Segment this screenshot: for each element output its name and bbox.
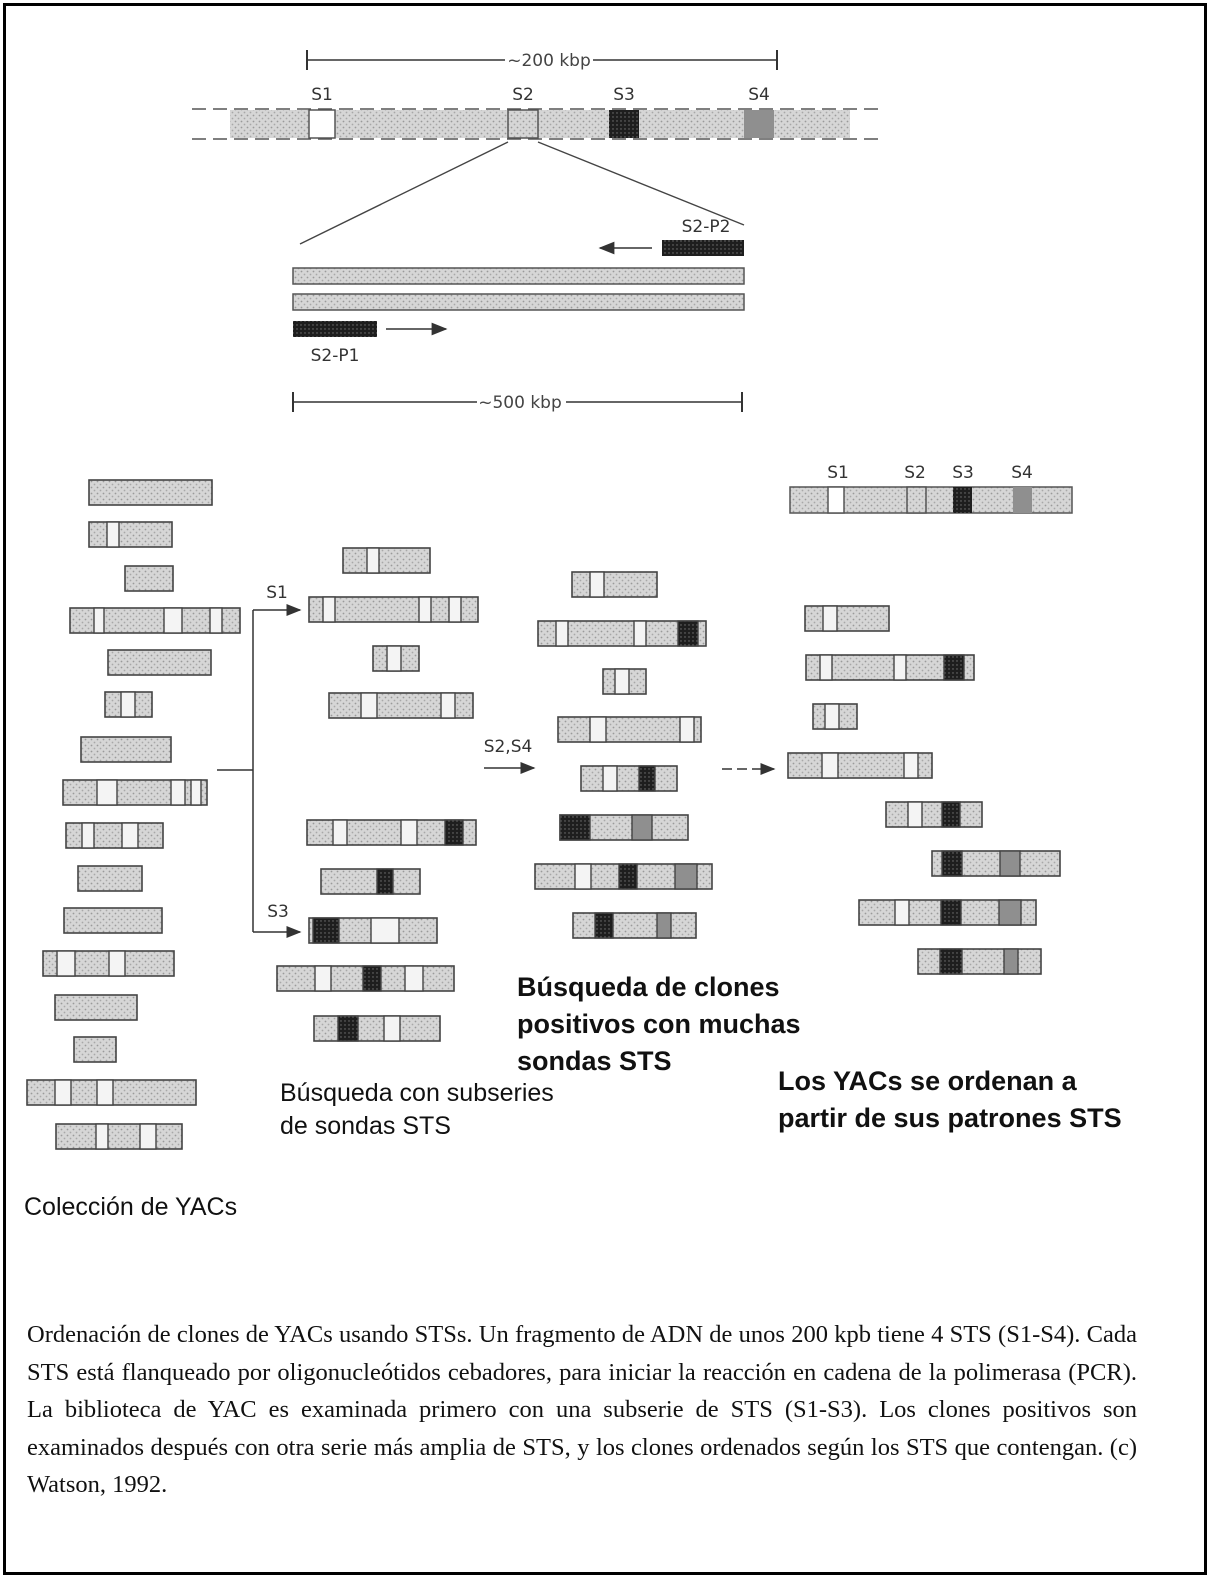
- sts-s3-marker: [609, 110, 639, 138]
- yac-clone: [320, 868, 421, 895]
- yac-clone: [858, 899, 1037, 926]
- yac-clone: [26, 1079, 197, 1106]
- heading-collection: Colección de YACs: [24, 1193, 238, 1221]
- yac-clone: [557, 716, 702, 743]
- sts-s4-marker: [744, 110, 774, 138]
- ordered-reference-fragment: S1 S2 S3 S4: [789, 463, 1073, 514]
- yac-clone: [580, 765, 678, 792]
- yac-clone: [805, 654, 975, 681]
- primer-label-top: S2-P2: [682, 217, 731, 237]
- ordered-label-s4: S4: [1011, 463, 1033, 483]
- yac-clone: [917, 948, 1042, 975]
- sts-label-s3: S3: [613, 85, 635, 105]
- yac-sts-diagram: ~200 kbp S1 S2 S3 S4 S2-P2: [26, 50, 1073, 1150]
- yac-clone: [308, 917, 438, 944]
- top-scale-bar: ~200 kbp: [306, 50, 778, 71]
- yac-clone: [88, 479, 213, 506]
- yac-clone: [88, 521, 173, 548]
- heading-ordered: Los YACs se ordenan a partir de sus patr…: [778, 1066, 1122, 1133]
- branch-label-s1: S1: [266, 583, 288, 603]
- yac-clone: [77, 865, 143, 892]
- heading-many-probes: Búsqueda de clones positivos con muchas …: [517, 972, 801, 1076]
- ordered-yacs-column: [787, 605, 1061, 975]
- branch-label-s3: S3: [267, 902, 289, 922]
- yac-collection-column: [26, 479, 241, 1150]
- yac-clone: [124, 565, 174, 592]
- primer-bottom-bar: [293, 321, 377, 337]
- yac-clone: [80, 736, 172, 763]
- ordered-label-s2: S2: [904, 463, 926, 483]
- yac-clone: [372, 645, 420, 672]
- yac-clone: [306, 819, 477, 846]
- yac-clone: [559, 814, 689, 841]
- dna-strand-bottom: [292, 293, 745, 311]
- bottom-scale-bar: ~500 kbp: [292, 392, 743, 413]
- dna-strand-top: [292, 267, 745, 285]
- ordered-label-s1: S1: [827, 463, 849, 483]
- sts-s2-marker: [507, 109, 539, 139]
- sts-label-s2: S2: [512, 85, 534, 105]
- yac-clone: [572, 912, 697, 939]
- yac-clone: [62, 779, 208, 806]
- arrow-s2s4: S2,S4: [484, 737, 536, 774]
- yac-clone: [308, 596, 479, 623]
- top-scale-label: ~200 kbp: [507, 51, 591, 71]
- yac-clone: [537, 620, 707, 647]
- sts-label-s4: S4: [748, 85, 770, 105]
- yac-clone: [107, 649, 212, 676]
- expanded-region: S2-P2 S2-P1: [292, 217, 745, 366]
- yac-clone: [328, 692, 474, 719]
- yac-clone: [787, 752, 933, 779]
- sts-s1-marker: [308, 109, 336, 139]
- ordered-label-s3: S3: [952, 463, 974, 483]
- yac-clone: [54, 994, 138, 1021]
- yac-clone: [342, 547, 431, 574]
- zoom-lines: [299, 141, 745, 245]
- primer-label-bottom: S2-P1: [311, 346, 360, 366]
- many-probes-screen-column: [534, 571, 713, 939]
- yac-clone: [104, 691, 153, 718]
- branch-label-s2s4: S2,S4: [484, 737, 533, 757]
- yac-clone: [313, 1015, 441, 1042]
- yac-clone: [42, 950, 175, 977]
- primer-top-bar: [662, 240, 744, 256]
- yac-clone: [55, 1123, 183, 1150]
- yac-clone: [885, 801, 983, 828]
- yac-clone: [276, 965, 455, 992]
- yac-clone: [812, 703, 858, 730]
- yac-clone: [73, 1036, 117, 1063]
- yac-clone: [63, 907, 163, 934]
- figure-caption: Ordenación de clones de YACs usando STSs…: [27, 1321, 1137, 1498]
- figure-frame: [3, 3, 1207, 1575]
- bottom-scale-label: ~500 kbp: [478, 393, 562, 413]
- yac-clone: [534, 863, 713, 890]
- subseries-screen-column: [276, 547, 479, 1042]
- heading-subseries: Búsqueda con subseries de sondas STS: [280, 1079, 554, 1140]
- screening-branch-arrows: S1 S3: [217, 583, 302, 938]
- yac-clone: [602, 668, 647, 695]
- yac-clone: [69, 607, 241, 634]
- dna-fragment: S1 S2 S3 S4: [192, 85, 884, 140]
- yac-clone: [931, 850, 1061, 877]
- yac-clone: [571, 571, 658, 598]
- yac-clone: [65, 822, 164, 849]
- yac-clone: [804, 605, 890, 632]
- sts-label-s1: S1: [311, 85, 333, 105]
